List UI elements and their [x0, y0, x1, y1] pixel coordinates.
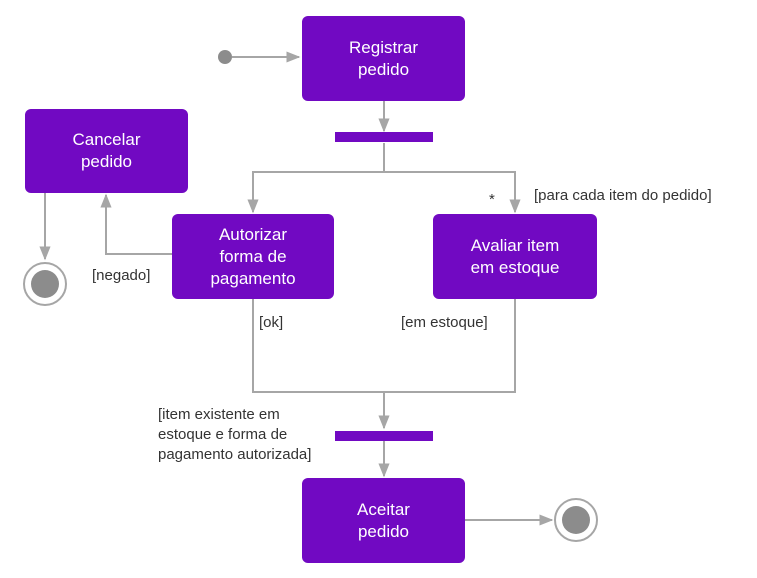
- initial-node: [218, 50, 232, 64]
- final-node-left-dot: [31, 270, 59, 298]
- edge-fork-split: [247, 143, 385, 214]
- edge-fork-to-avaliar: [384, 171, 521, 214]
- guard-negado: [negado]: [92, 267, 151, 284]
- guard-em-estoque: [em estoque]: [401, 314, 488, 331]
- final-node-right-dot: [562, 506, 590, 534]
- edge-autorizar-to-join: [252, 299, 384, 393]
- activity-avaliar-estoque: Avaliar item em estoque: [433, 214, 597, 299]
- join-bar: [335, 431, 433, 441]
- guard-join-condition: [item existente em estoque e forma de pa…: [158, 406, 312, 463]
- fork-bar: [335, 132, 433, 142]
- activity-autorizar-pagamento: Autorizar forma de pagamento: [172, 214, 334, 299]
- edge-autorizar-to-cancelar: [100, 193, 172, 255]
- guard-para-cada-item: [para cada item do pedido]: [534, 187, 712, 204]
- activity-aceitar-pedido: Aceitar pedido: [302, 478, 465, 563]
- activity-registrar-pedido: Registrar pedido: [302, 16, 465, 101]
- edge-avaliar-to-join: [384, 299, 516, 393]
- activity-cancelar-pedido: Cancelar pedido: [25, 109, 188, 193]
- guard-ok: [ok]: [259, 314, 284, 331]
- multiplicity-star: *: [489, 191, 495, 208]
